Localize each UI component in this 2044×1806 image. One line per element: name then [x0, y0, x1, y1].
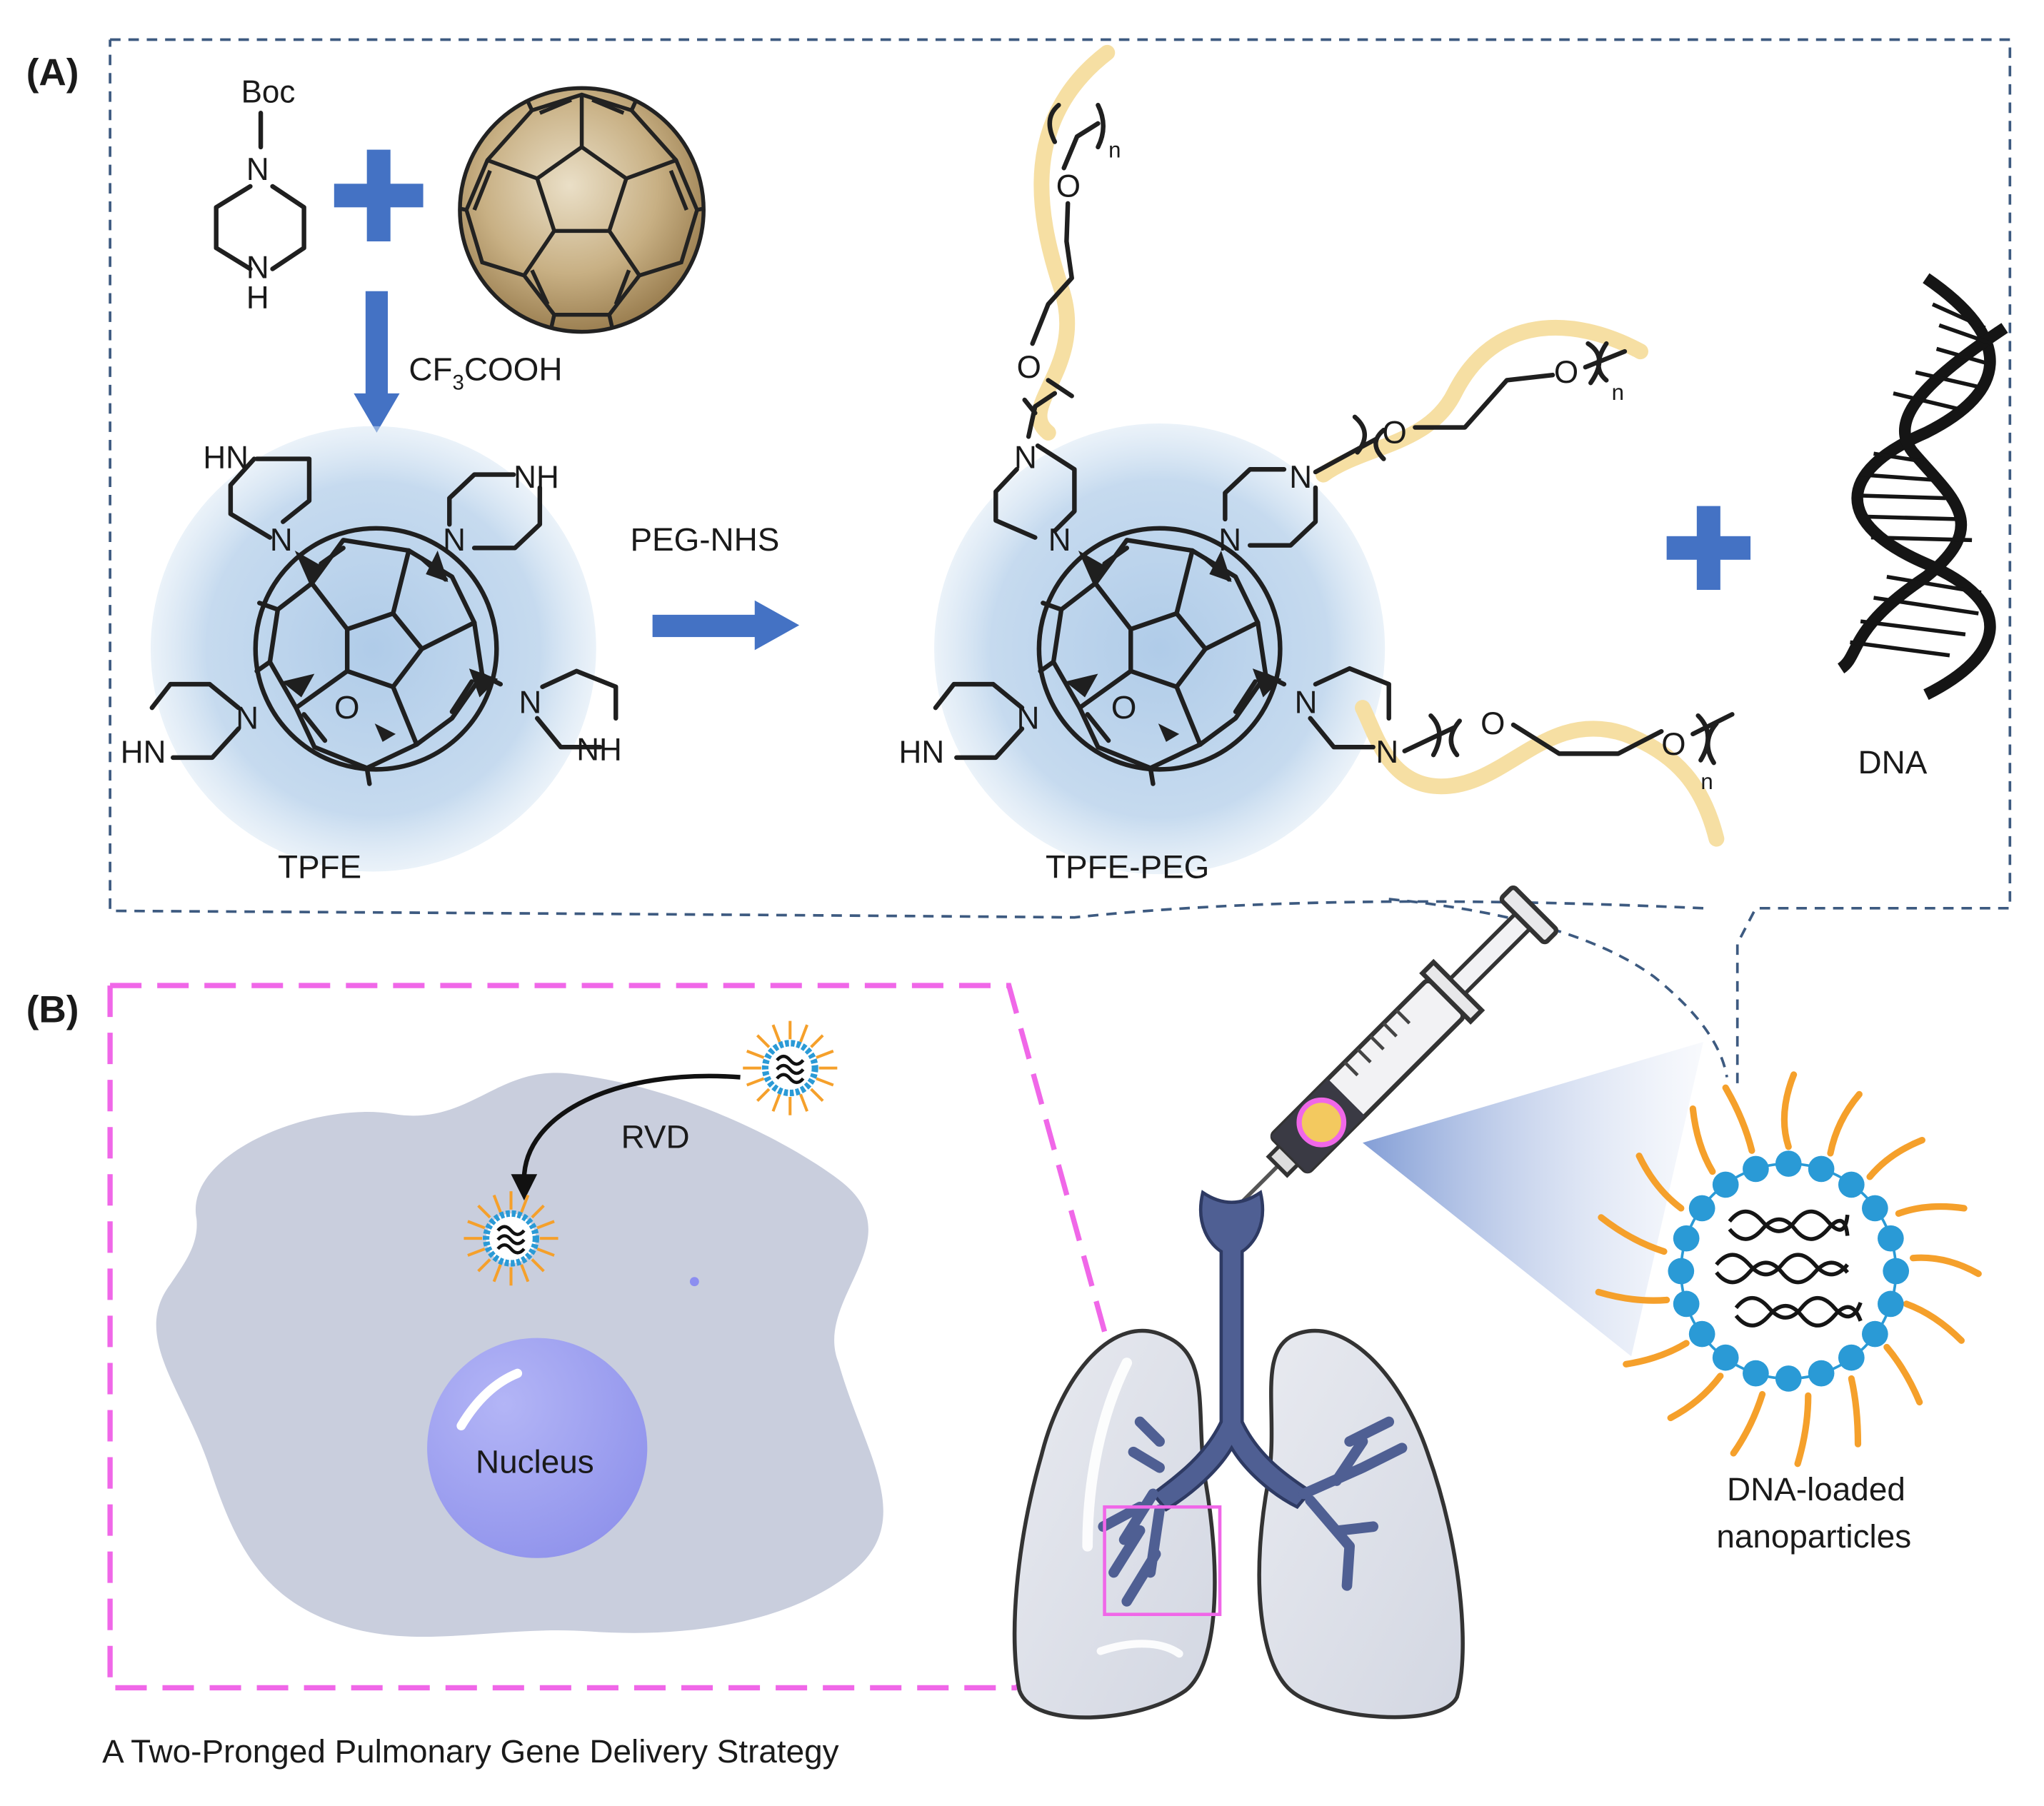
- nanoparticle-icon: [743, 1020, 838, 1115]
- dna-label: DNA: [1858, 743, 1927, 781]
- tpfe-halo: [150, 426, 596, 872]
- peg-o-right-1: O: [1383, 416, 1407, 451]
- small-vesicle: [689, 1277, 699, 1287]
- figure-caption: A Two-Pronged Pulmonary Gene Delivery St…: [102, 1732, 839, 1770]
- plus-icon: [334, 149, 424, 242]
- wedge-bond: [1252, 668, 1282, 698]
- tpfe-nh-top-right: NH: [513, 460, 559, 495]
- nanoparticle-label-line2: nanoparticles: [1716, 1517, 1911, 1555]
- zoom-box: [1103, 1505, 1222, 1616]
- tpfe-hn-bottom-left: HN: [121, 735, 166, 770]
- nanoparticle-icon: [1595, 1071, 1982, 1468]
- cf3cooh-reagent: CF3COOH: [409, 350, 562, 394]
- rvd-label: RVD: [621, 1118, 690, 1155]
- tpfe-peg-molecule: O N N O O n N N O O n N HN: [899, 44, 1735, 886]
- tpfe-n-bottom-right: N: [519, 685, 542, 720]
- peg-n-top-right-inner: N: [1218, 523, 1241, 558]
- tpfe-peg-label: TPFE-PEG: [1046, 848, 1209, 886]
- peg-n-top-left-outer: N: [1014, 440, 1037, 475]
- tpfe-n-top-left: N: [270, 523, 293, 558]
- panel-a-dashed-frame: [109, 38, 2012, 1088]
- wedge-bond: [426, 550, 449, 583]
- nanoparticle-label-line1: DNA-loaded: [1727, 1470, 1905, 1507]
- peg-n-bottom-right-outer: N: [1295, 685, 1318, 720]
- rvd-arrow: [521, 1073, 741, 1180]
- dna-helix-icon: [1837, 273, 2008, 701]
- wedge-bond: [1158, 723, 1180, 742]
- plus-icon: [1666, 506, 1751, 591]
- piperazine-h-bottom: H: [246, 281, 269, 316]
- dna-helix-icon: [1715, 1209, 1863, 1328]
- peg-o-top-1: O: [1017, 350, 1041, 385]
- tpfe-hn-top-left: HN: [203, 440, 249, 475]
- peg-n-sub-top: n: [1108, 138, 1121, 163]
- tpfe-peg-halo: [934, 423, 1386, 875]
- tpfe-nh-bottom-right: NH: [576, 733, 622, 768]
- peg-o-top-2: O: [1056, 169, 1081, 204]
- peg-n-bottom-right-inner: N: [1376, 735, 1398, 770]
- arrow-icon: [354, 291, 400, 433]
- wedge-bond: [294, 550, 323, 583]
- piperazine-n-top: N: [246, 152, 269, 187]
- nucleus-highlight: [456, 1368, 523, 1430]
- peg-n-bottom-left: N: [1017, 701, 1040, 736]
- panel-a: (A) Boc N N H: [26, 38, 2012, 1088]
- panel-b: (B) Nucleus RVD: [26, 885, 1982, 1770]
- peg-chain: [1031, 44, 1116, 441]
- panel-a-label: (A): [26, 52, 79, 94]
- tpfe-peg-epoxide-o: O: [1111, 688, 1137, 726]
- wedge-bond: [374, 723, 396, 742]
- arrow-icon: [652, 600, 800, 651]
- peg-o-right-2: O: [1554, 355, 1578, 390]
- fullerene-icon: [458, 86, 706, 334]
- lungs-icon: [1012, 1190, 1465, 1720]
- wedge-bond: [1078, 550, 1106, 583]
- tpfe-n-bottom-left: N: [236, 701, 259, 736]
- rvd-arrowhead: [511, 1174, 538, 1200]
- peg-chain: [1354, 700, 1725, 847]
- wedge-bond: [1209, 550, 1232, 583]
- panel-b-label: (B): [26, 988, 79, 1030]
- peg-n-top-left-inner: N: [1048, 523, 1071, 558]
- syringe-icon: [1236, 885, 1559, 1208]
- peg-nhs-reagent: PEG-NHS: [630, 521, 779, 558]
- wedge-bond: [469, 668, 499, 698]
- peg-o-bottom-2: O: [1661, 727, 1685, 762]
- peg-hn-bottom-left: HN: [899, 735, 945, 770]
- tpfe-molecule: O HN N NH N N HN N NH TPFE: [121, 426, 622, 886]
- tpfe-epoxide-o: O: [334, 688, 360, 726]
- nanoparticle-icon: [464, 1191, 558, 1286]
- tpfe-label: TPFE: [278, 848, 361, 886]
- peg-n-top-right-outer: N: [1289, 460, 1312, 495]
- boc-piperazine: Boc N N H: [214, 75, 306, 316]
- wedge-bond: [281, 673, 315, 698]
- piperazine-n-bottom: N: [246, 250, 269, 285]
- tpfe-n-top-right: N: [443, 523, 466, 558]
- nucleus-label: Nucleus: [476, 1443, 594, 1480]
- spray-beam: [1363, 1041, 1703, 1357]
- boc-label: Boc: [241, 75, 296, 110]
- peg-o-bottom-1: O: [1481, 706, 1505, 741]
- peg-chain: [1315, 319, 1648, 483]
- peg-n-sub-right: n: [1612, 380, 1624, 405]
- peg-n-sub-bottom: n: [1700, 769, 1713, 794]
- wedge-bond: [1065, 673, 1098, 698]
- trachea: [1151, 1190, 1313, 1512]
- panel-a-callout-line: [1388, 898, 1728, 1078]
